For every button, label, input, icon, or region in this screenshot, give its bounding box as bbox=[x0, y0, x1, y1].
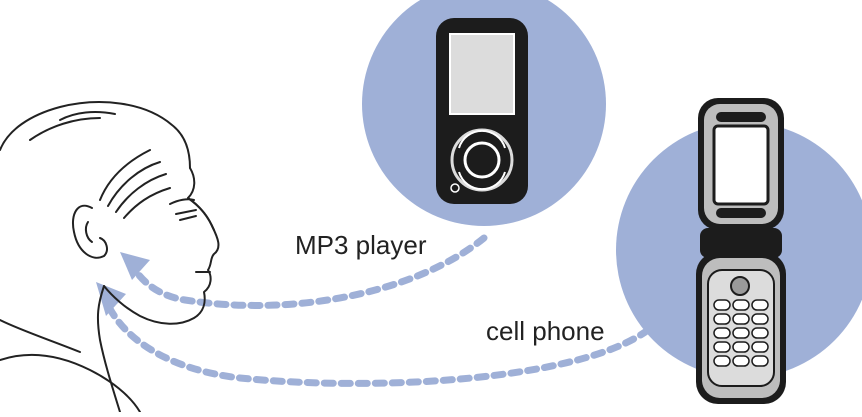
mp3-wave-arrow bbox=[120, 234, 488, 309]
mp3-player-label: MP3 player bbox=[295, 230, 427, 260]
cell-phone-label: cell phone bbox=[486, 316, 605, 346]
mp3-player-icon bbox=[436, 18, 528, 204]
cell-phone-icon bbox=[696, 98, 786, 404]
head-icon bbox=[0, 101, 220, 413]
